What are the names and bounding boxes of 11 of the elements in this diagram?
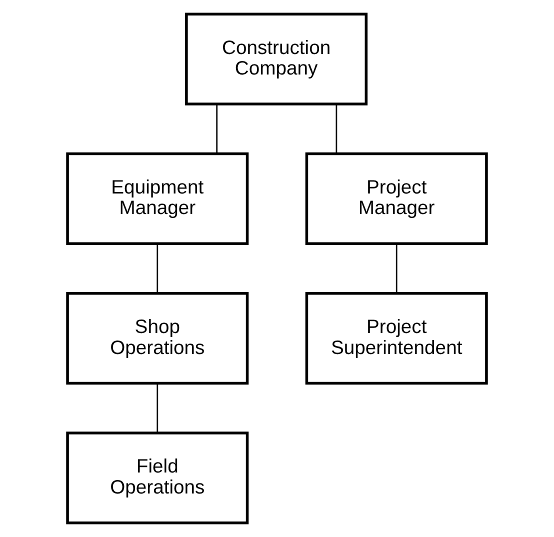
connector <box>396 244 398 293</box>
connector <box>336 104 338 154</box>
node-box: Project Manager <box>305 152 488 245</box>
connector <box>216 104 218 154</box>
node-box: Construction Company <box>185 12 368 106</box>
connector <box>156 244 158 293</box>
node-box: Equipment Manager <box>66 152 249 245</box>
connector <box>156 383 158 433</box>
node-box: Project Superintendent <box>305 292 488 385</box>
node-box: Field Operations <box>66 432 249 524</box>
node-box: Shop Operations <box>66 292 249 385</box>
